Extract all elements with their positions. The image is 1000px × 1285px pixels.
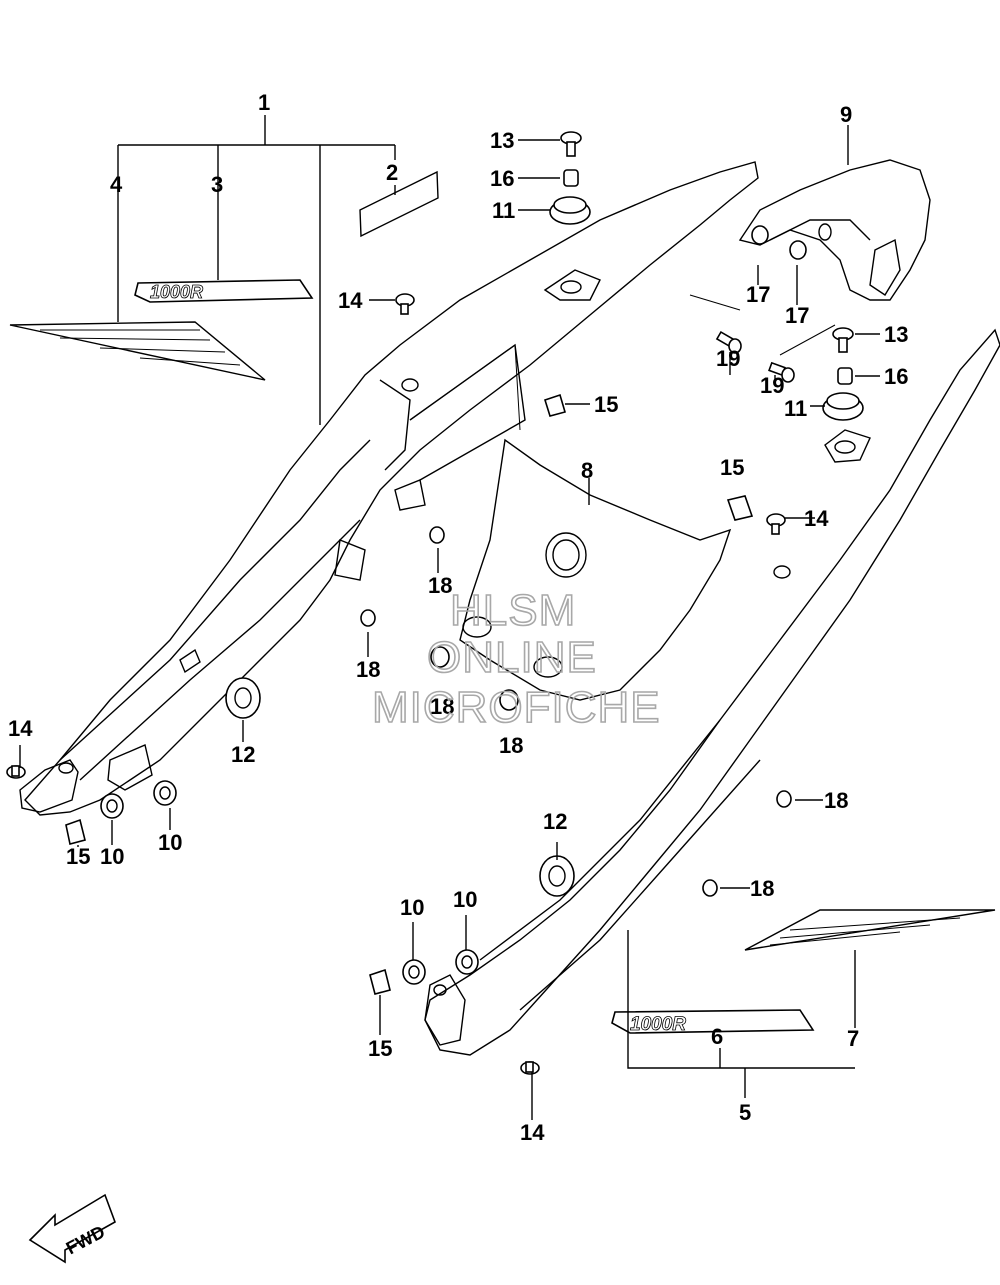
callout-13-a: 13: [490, 128, 514, 153]
grommet-17-b: [789, 240, 807, 260]
center-panel: [459, 438, 732, 701]
callout-18-e: 18: [824, 788, 848, 813]
callout-18-f: 18: [750, 876, 774, 901]
grommet-11-top: [549, 196, 591, 225]
watermark-line-1: HLSM: [450, 586, 576, 635]
callout-10-d: 10: [453, 887, 477, 912]
callout-15-d: 15: [368, 1036, 392, 1061]
screw-14-b: [766, 513, 786, 535]
screw-14-a: [395, 293, 415, 315]
callout-4: 4: [110, 172, 123, 197]
callout-17-a: 17: [746, 282, 770, 307]
emblem-right-text: 1000R: [630, 1014, 686, 1035]
decal-left: [9, 321, 266, 381]
rivet-18-c: [430, 646, 450, 668]
rivet-18-e: [776, 790, 792, 808]
bolt-13-top: [560, 131, 582, 157]
emblem-left-text: 1000R: [150, 282, 203, 302]
bolt-13-right: [832, 327, 854, 353]
callout-2: 2: [386, 160, 398, 185]
small-parts: [6, 131, 864, 1075]
callouts: 1 2 3 4 5 6 7 8 9 10 10 10 10 11 11 12 1…: [8, 90, 908, 1145]
callout-12-b: 12: [543, 809, 567, 834]
callout-19-b: 19: [760, 373, 784, 398]
damper-10-c: [402, 959, 426, 985]
callout-18-b: 18: [356, 657, 380, 682]
damper-10-a: [100, 793, 124, 819]
callout-15-b: 15: [720, 455, 744, 480]
damper-10-d: [455, 949, 479, 975]
callout-1: 1: [258, 90, 270, 115]
screw-14-d: [520, 1061, 540, 1075]
rivet-18-b: [360, 609, 376, 627]
emblem-left: 1000R: [134, 279, 314, 303]
callout-6: 6: [711, 1024, 723, 1049]
callout-5: 5: [739, 1100, 751, 1125]
label-sheet: [359, 170, 439, 238]
callout-13-b: 13: [884, 322, 908, 347]
grommet-11-right: [822, 392, 864, 421]
callout-18-d: 18: [499, 733, 523, 758]
callout-10-b: 10: [158, 830, 182, 855]
callout-12-a: 12: [231, 742, 255, 767]
decal-right: [744, 909, 996, 951]
damper-10-b: [153, 780, 177, 806]
callout-15-a: 15: [594, 392, 618, 417]
callout-18-a: 18: [428, 573, 452, 598]
callout-15-c: 15: [66, 844, 90, 869]
callout-10-a: 10: [100, 844, 124, 869]
seat-cowl: [738, 159, 931, 301]
left-frame-cover: [19, 161, 759, 816]
leader-lines: [19, 115, 880, 1120]
callout-14-c: 14: [8, 716, 33, 741]
callout-7: 7: [847, 1026, 859, 1051]
callout-11-a: 11: [492, 198, 515, 223]
callout-14-b: 14: [804, 506, 829, 531]
callout-14-a: 14: [338, 288, 363, 313]
collar-16-right: [837, 367, 853, 385]
callout-10-c: 10: [400, 895, 424, 920]
callout-11-b: 11: [784, 396, 807, 421]
callout-14-d: 14: [520, 1120, 545, 1145]
damper-12-a: [225, 677, 261, 719]
callout-19-a: 19: [716, 346, 740, 371]
clip-15-c: [65, 818, 86, 845]
callout-9: 9: [840, 102, 852, 127]
emblem-right: 1000R: [611, 1009, 815, 1035]
bolt-19-a: [715, 330, 742, 354]
rivet-18-a: [429, 526, 445, 544]
collar-16-top: [563, 169, 579, 187]
watermark-line-2: ONLINE: [427, 633, 597, 682]
rivet-18-d: [499, 689, 519, 711]
callout-17-b: 17: [785, 303, 809, 328]
damper-12-b: [539, 855, 575, 897]
watermark: HLSM ONLINE MICROFICHE: [371, 585, 661, 733]
bolt-19-b: [768, 361, 795, 383]
fwd-badge: FWD: [28, 1193, 116, 1264]
grommet-17-a: [751, 225, 769, 245]
right-frame-cover: [424, 328, 1000, 1056]
callout-16-b: 16: [884, 364, 908, 389]
clip-15-d: [369, 968, 391, 995]
watermark-line-3: MICROFICHE: [372, 683, 661, 732]
clip-15-b: [726, 495, 754, 521]
callout-18-c: 18: [430, 694, 454, 719]
clip-15-a: [544, 393, 566, 417]
callout-8: 8: [581, 458, 593, 483]
callout-16-a: 16: [490, 166, 514, 191]
rivet-18-f: [702, 879, 718, 897]
callout-3: 3: [211, 172, 223, 197]
screw-14-c: [6, 765, 26, 779]
